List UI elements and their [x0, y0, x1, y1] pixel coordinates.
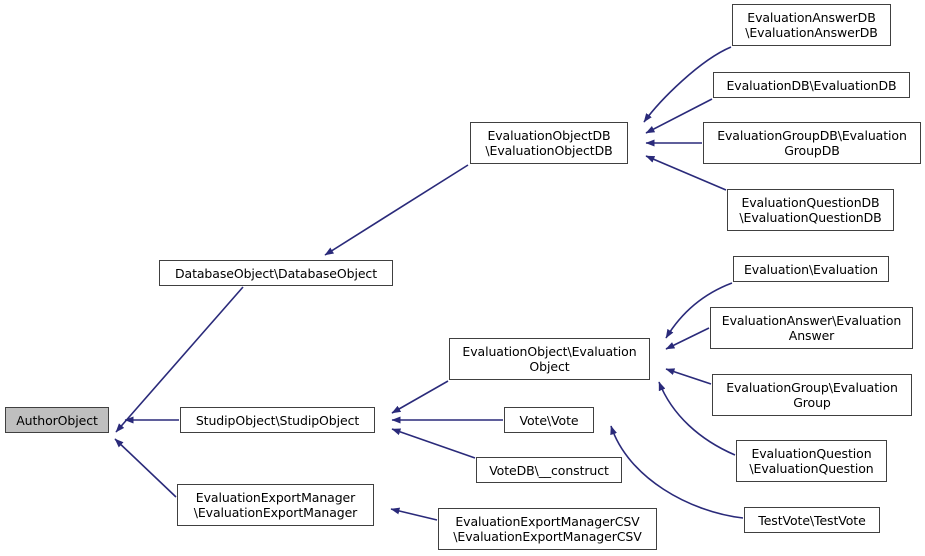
class-node-evaluation-db[interactable]: EvaluationDB\EvaluationDB — [713, 72, 910, 98]
class-node-evaluation-group-db[interactable]: EvaluationGroupDB\Evaluation GroupDB — [703, 122, 921, 164]
class-node-evaluation-answer[interactable]: EvaluationAnswer\Evaluation Answer — [710, 307, 913, 349]
class-node-label: EvaluationAnswerDB \EvaluationAnswerDB — [745, 10, 878, 40]
class-node-evaluation-export-manager[interactable]: EvaluationExportManager \EvaluationExpor… — [177, 484, 374, 526]
class-node-test-vote[interactable]: TestVote\TestVote — [744, 507, 880, 533]
class-node-label: EvaluationAnswer\Evaluation Answer — [721, 313, 902, 343]
class-node-label: EvaluationGroupDB\Evaluation GroupDB — [717, 128, 907, 158]
class-node-label: EvaluationExportManager \EvaluationExpor… — [193, 490, 358, 520]
class-node-label: Vote\Vote — [519, 412, 579, 428]
inheritance-edge-evaluation-answer-to-evaluation-object — [665, 327, 710, 350]
class-node-label: DatabaseObject\DatabaseObject — [174, 265, 378, 281]
class-node-evaluation-object-db[interactable]: EvaluationObjectDB \EvaluationObjectDB — [470, 122, 628, 164]
class-node-label: VoteDB\__construct — [489, 462, 609, 478]
class-node-label: EvaluationObject\Evaluation Object — [462, 344, 637, 374]
class-node-studip-object[interactable]: StudipObject\StudipObject — [180, 407, 375, 433]
class-node-label: StudipObject\StudipObject — [195, 412, 360, 428]
class-node-label: EvaluationGroup\Evaluation Group — [726, 380, 898, 410]
class-node-vote-db-construct[interactable]: VoteDB\__construct — [476, 457, 622, 483]
class-node-label: EvaluationObjectDB \EvaluationObjectDB — [485, 128, 613, 158]
class-node-label: EvaluationQuestionDB \EvaluationQuestion… — [739, 195, 882, 225]
class-node-evaluation-object[interactable]: EvaluationObject\Evaluation Object — [449, 338, 650, 380]
inheritance-edge-evaluation-export-manager-to-author-object — [114, 438, 177, 498]
inheritance-edge-vote-db-construct-to-studip-object — [391, 428, 476, 459]
class-node-evaluation-question-db[interactable]: EvaluationQuestionDB \EvaluationQuestion… — [727, 189, 894, 231]
class-node-label: TestVote\TestVote — [758, 512, 866, 528]
inheritance-edge-test-vote-to-vote — [610, 425, 744, 519]
class-node-evaluation-export-manager-csv[interactable]: EvaluationExportManagerCSV \EvaluationEx… — [438, 508, 657, 550]
class-node-label: Evaluation\Evaluation — [743, 261, 879, 277]
class-node-label: AuthorObject — [16, 412, 98, 428]
class-node-vote[interactable]: Vote\Vote — [504, 407, 594, 433]
class-node-evaluation-answer-db[interactable]: EvaluationAnswerDB \EvaluationAnswerDB — [732, 4, 891, 46]
class-node-database-object[interactable]: DatabaseObject\DatabaseObject — [159, 260, 393, 286]
class-node-evaluation[interactable]: Evaluation\Evaluation — [733, 256, 889, 282]
inheritance-edge-evaluation-export-manager-csv-to-evaluation-export-manager — [390, 507, 438, 521]
class-node-label: EvaluationDB\EvaluationDB — [726, 77, 897, 93]
class-node-label: EvaluationQuestion \EvaluationQuestion — [749, 446, 874, 476]
class-node-evaluation-group[interactable]: EvaluationGroup\Evaluation Group — [712, 374, 912, 416]
class-node-author-object[interactable]: AuthorObject — [5, 407, 109, 433]
inheritance-edge-evaluation-object-to-studip-object — [391, 380, 449, 414]
class-node-label: EvaluationExportManagerCSV \EvaluationEx… — [453, 514, 642, 544]
class-node-evaluation-question[interactable]: EvaluationQuestion \EvaluationQuestion — [736, 440, 887, 482]
inheritance-edge-evaluation-group-to-evaluation-object — [665, 368, 712, 385]
inheritance-edge-evaluation-object-db-to-database-object — [324, 164, 469, 256]
